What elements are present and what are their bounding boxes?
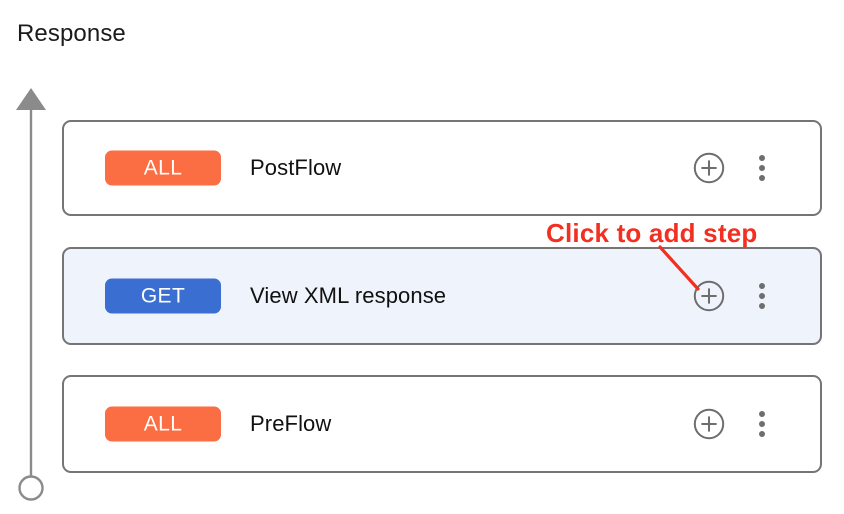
annotation-label: Click to add step [546,218,758,248]
flow-axis-graphic [16,88,46,501]
step-row[interactable]: ALL PostFlow [62,120,822,216]
flow-direction-axis [0,80,70,510]
kebab-menu-icon [759,165,765,171]
add-step-button[interactable] [693,280,725,312]
up-arrow-icon [16,88,46,110]
step-row-selected[interactable]: GET View XML response [62,247,822,345]
kebab-menu-icon [759,431,765,437]
kebab-menu-icon [759,293,765,299]
step-label: PostFlow [250,155,342,180]
kebab-menu-icon [759,175,765,181]
kebab-menu-icon [759,303,765,309]
method-badge: ALL [105,406,221,442]
plus-circle-icon [693,280,725,312]
step-label: PreFlow [250,411,332,436]
kebab-menu-icon [759,155,765,161]
step-label: View XML response [250,283,447,308]
plus-circle-icon [693,408,725,440]
kebab-menu-icon [759,283,765,289]
more-options-button[interactable] [751,152,773,184]
plus-circle-icon [693,152,725,184]
circle-endpoint-icon [18,475,44,501]
add-step-button[interactable] [693,408,725,440]
kebab-menu-icon [759,421,765,427]
add-step-button[interactable] [693,152,725,184]
method-badge: GET [105,278,221,314]
more-options-button[interactable] [751,408,773,440]
step-row[interactable]: ALL PreFlow [62,375,822,473]
method-badge: ALL [105,150,221,186]
more-options-button[interactable] [751,280,773,312]
page-title: Response [17,20,126,47]
kebab-menu-icon [759,411,765,417]
